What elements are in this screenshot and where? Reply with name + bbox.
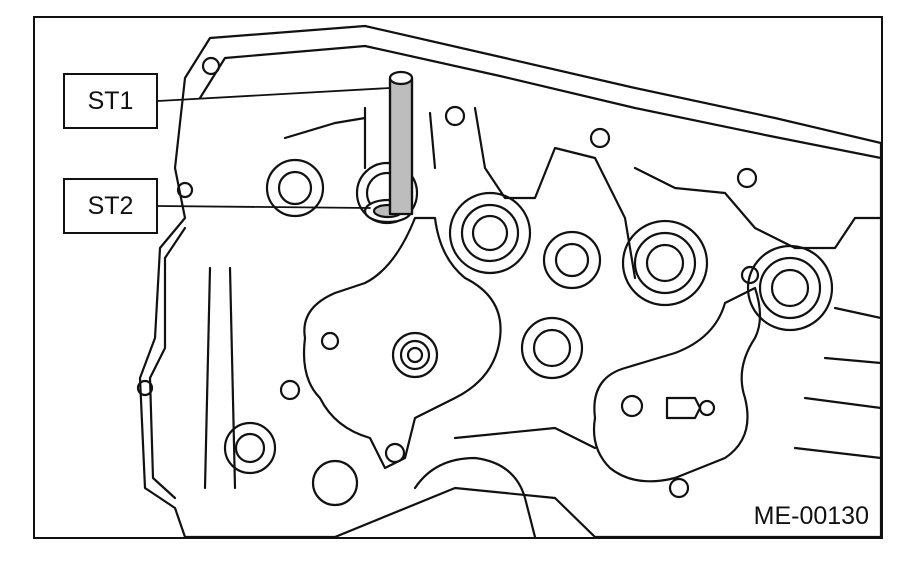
bolt-hole [736,167,758,189]
valve-bore-4 [542,230,602,290]
st1-leader [157,87,391,102]
bolt-hole [279,379,301,401]
figure-id: ME-00130 [753,502,869,530]
bolt-hole [620,394,644,418]
stud [665,396,716,420]
st2-label: ST2 [87,191,134,220]
st1-label: ST1 [87,86,134,115]
st2-callout: ST2 [63,178,158,234]
bolt-hole [136,379,154,397]
bolt-hole [740,265,760,285]
bolt-hole [444,105,466,127]
cam-tower [473,106,637,280]
center-bore [391,331,439,379]
bolt-hole [201,56,221,76]
st1-tool [388,70,414,216]
cylinder-head-illustration [136,24,881,537]
cam-tower [633,166,881,250]
mounting-flange-left [302,216,502,470]
st1-callout: ST1 [63,73,158,129]
bolt-hole [320,331,340,351]
bolt-hole [384,442,406,464]
mounting-flange-right [592,286,762,483]
valve-bore-3 [448,191,532,275]
valve-bore-1 [265,158,325,218]
lower-bore [223,421,277,475]
lower-bore [311,459,359,507]
valve-bore-5 [621,219,709,307]
head-inner-edge [198,44,881,160]
bolt-hole [176,181,194,199]
st2-leader [157,205,371,209]
bolt-hole [668,477,690,499]
valve-bore-7 [520,316,584,380]
head-outline [138,24,881,537]
bolt-hole [589,127,611,149]
figure-frame: ST1 ST2 ME-00130 [33,16,883,539]
left-flange [148,226,187,500]
